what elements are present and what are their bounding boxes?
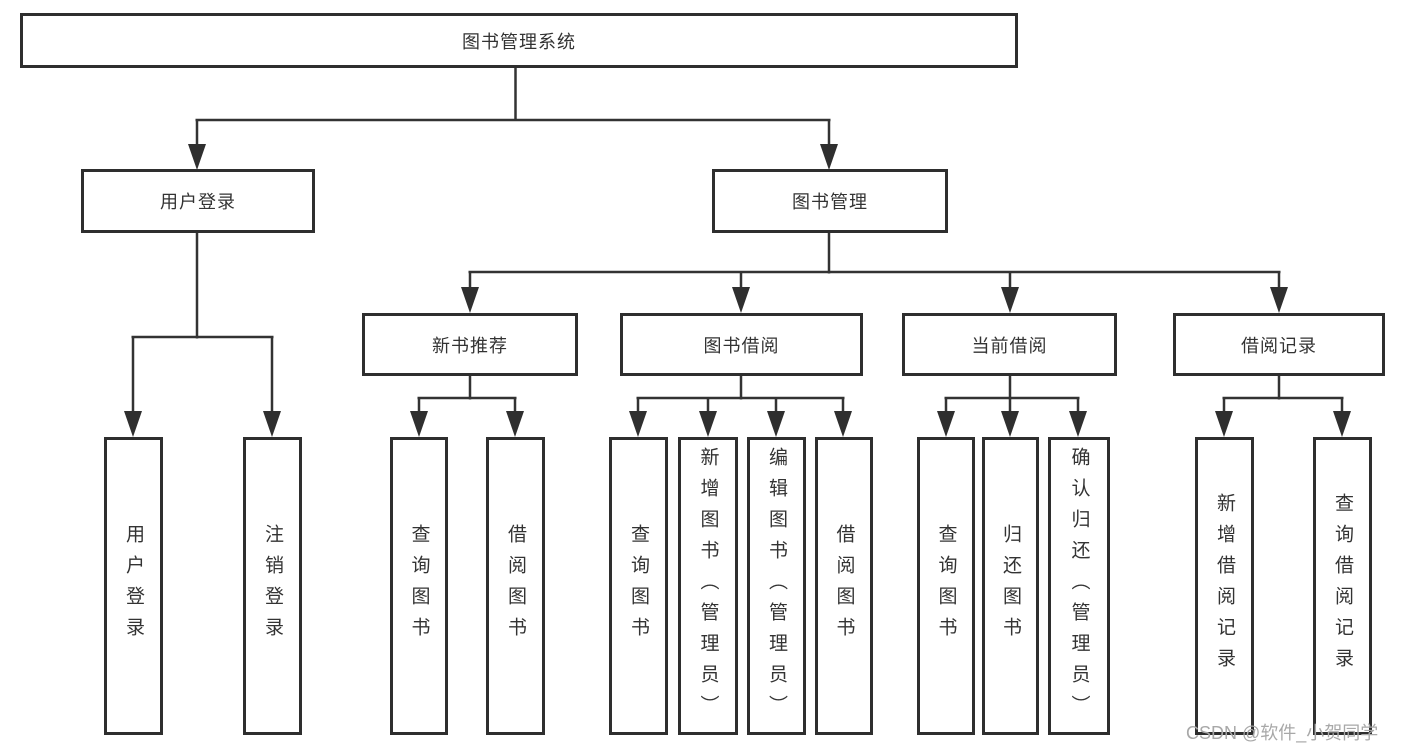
node-leaf-query-books-borrowing: 查询图书	[609, 437, 668, 735]
node-borrow-records: 借阅记录	[1173, 313, 1385, 376]
node-leaf-query-borrow-record: 查询借阅记录	[1313, 437, 1372, 735]
node-leaf-add-borrow-record: 新增借阅记录	[1195, 437, 1254, 735]
node-leaf-query-books-recommend: 查询图书	[390, 437, 448, 735]
node-leaf-add-books-admin: 新增图书（管理员）	[678, 437, 738, 735]
node-book-borrowing: 图书借阅	[620, 313, 863, 376]
node-leaf-borrow-books: 借阅图书	[815, 437, 873, 735]
node-leaf-query-books-current: 查询图书	[917, 437, 975, 735]
node-leaf-edit-books-admin: 编辑图书（管理员）	[747, 437, 806, 735]
node-leaf-logout: 注销登录	[243, 437, 302, 735]
node-leaf-user-login: 用户登录	[104, 437, 163, 735]
node-user-login: 用户登录	[81, 169, 315, 233]
node-library-management-system: 图书管理系统	[20, 13, 1018, 68]
node-leaf-confirm-return-admin: 确认归还（管理员）	[1048, 437, 1110, 735]
node-leaf-borrow-books-recommend: 借阅图书	[486, 437, 545, 735]
node-new-book-recommend: 新书推荐	[362, 313, 578, 376]
csdn-watermark: CSDN @软件_小贺同学	[1186, 723, 1379, 743]
node-leaf-return-books: 归还图书	[982, 437, 1039, 735]
node-book-management: 图书管理	[712, 169, 948, 233]
node-current-borrowing: 当前借阅	[902, 313, 1117, 376]
